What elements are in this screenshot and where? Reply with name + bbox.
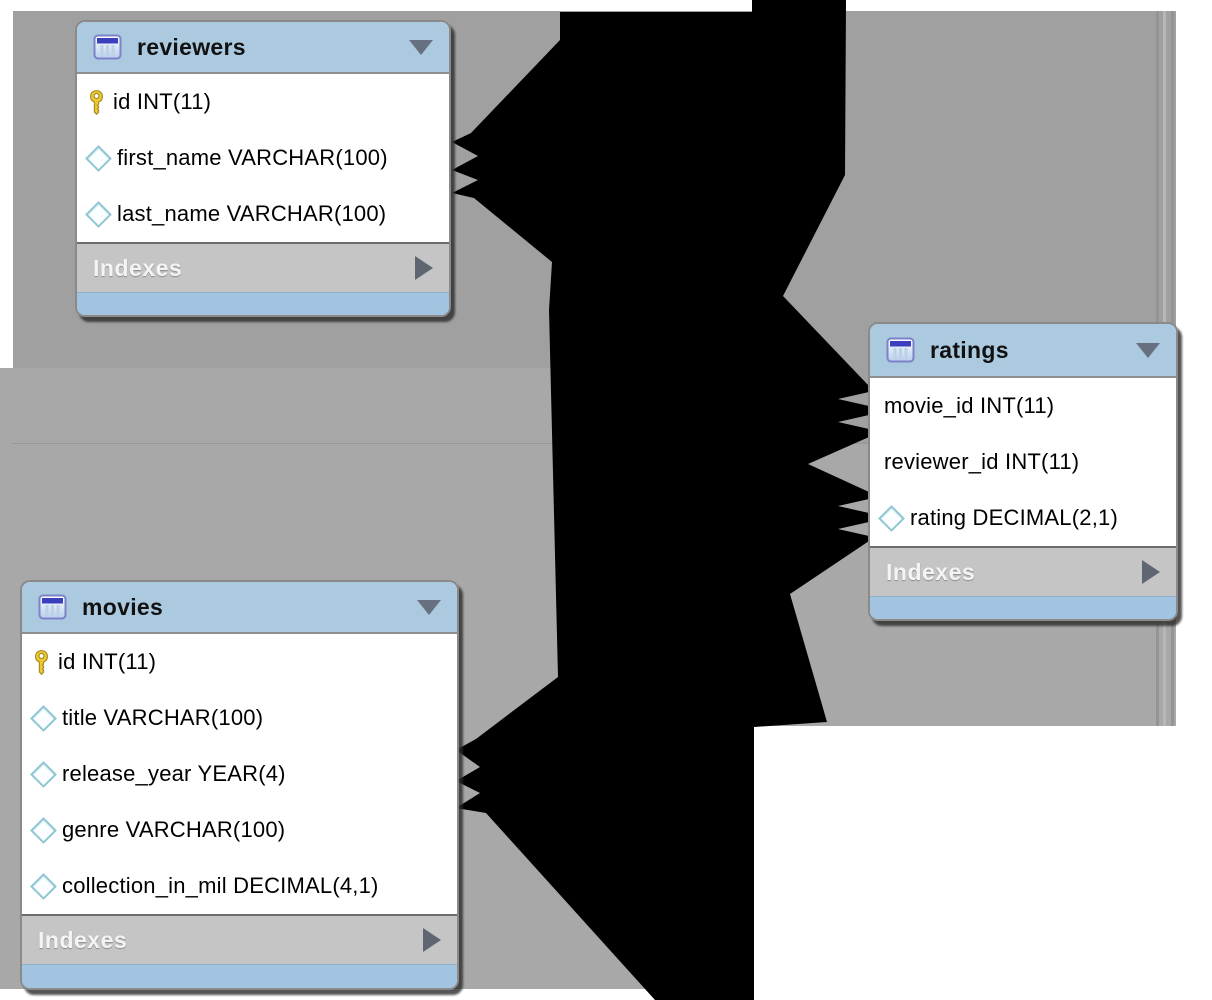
column-list: movie_id INT(11) reviewer_id INT(11) rat… [870, 378, 1176, 546]
column-label: id INT(11) [113, 89, 212, 114]
column-label: id INT(11) [58, 649, 157, 674]
primary-key-icon [87, 89, 106, 116]
expand-arrow-icon[interactable] [423, 928, 441, 952]
column-label: first_name VARCHAR(100) [117, 145, 388, 170]
table-title: reviewers [137, 33, 246, 60]
primary-key-icon [32, 649, 51, 676]
indexes-row[interactable]: Indexes [870, 546, 1176, 596]
column-row[interactable]: release_year YEAR(4) [22, 746, 457, 802]
column-diamond-icon [30, 704, 57, 732]
column-row[interactable]: collection_in_mil DECIMAL(4,1) [22, 858, 457, 914]
column-diamond-icon [30, 760, 57, 788]
table-footer [22, 964, 457, 988]
table-grid-icon [886, 337, 916, 364]
column-label: last_name VARCHAR(100) [117, 201, 387, 226]
table-title: movies [82, 593, 164, 620]
expand-arrow-icon[interactable] [415, 256, 433, 280]
column-diamond-icon [85, 144, 112, 172]
column-label: collection_in_mil DECIMAL(4,1) [62, 873, 379, 898]
column-label: rating DECIMAL(2,1) [910, 505, 1118, 530]
column-label: release_year YEAR(4) [62, 761, 286, 786]
column-diamond-icon [30, 872, 57, 900]
indexes-label: Indexes [93, 254, 183, 281]
column-label: genre VARCHAR(100) [62, 817, 286, 842]
collapse-arrow-icon[interactable] [1136, 342, 1160, 358]
table-title: ratings [930, 336, 1009, 363]
column-row[interactable]: reviewer_id INT(11) [870, 434, 1176, 490]
table-grid-icon [38, 594, 68, 621]
indexes-row[interactable]: Indexes [22, 914, 457, 964]
column-diamond-icon [878, 504, 905, 532]
table-footer [870, 596, 1176, 619]
column-row[interactable]: id INT(11) [22, 634, 457, 690]
indexes-label: Indexes [886, 558, 976, 585]
column-row[interactable]: first_name VARCHAR(100) [77, 130, 449, 186]
column-diamond-icon [30, 816, 57, 844]
table-reviewers[interactable]: reviewers id INT(11) first_name VARCHAR(… [75, 20, 451, 317]
column-label: title VARCHAR(100) [62, 705, 264, 730]
expand-arrow-icon[interactable] [1142, 560, 1160, 584]
table-ratings[interactable]: ratings movie_id INT(11) reviewer_id INT… [868, 322, 1178, 621]
table-header[interactable]: ratings [870, 324, 1176, 378]
column-list: id INT(11) first_name VARCHAR(100) last_… [77, 74, 449, 242]
column-row[interactable]: last_name VARCHAR(100) [77, 186, 449, 242]
indexes-label: Indexes [38, 926, 128, 953]
column-row[interactable]: id INT(11) [77, 74, 449, 130]
relationship-line-blob[interactable] [452, 0, 869, 1000]
column-label: movie_id INT(11) [884, 393, 1055, 418]
table-footer [77, 292, 449, 315]
column-row[interactable]: title VARCHAR(100) [22, 690, 457, 746]
column-diamond-icon [85, 200, 112, 228]
column-row[interactable]: movie_id INT(11) [870, 378, 1176, 434]
table-movies[interactable]: movies id INT(11) title VARCHAR(100) rel… [20, 580, 459, 990]
table-grid-icon [93, 34, 123, 61]
column-label: reviewer_id INT(11) [884, 449, 1080, 474]
column-row[interactable]: rating DECIMAL(2,1) [870, 490, 1176, 546]
column-list: id INT(11) title VARCHAR(100) release_ye… [22, 634, 457, 914]
table-header[interactable]: reviewers [77, 22, 449, 74]
table-header[interactable]: movies [22, 582, 457, 634]
indexes-row[interactable]: Indexes [77, 242, 449, 292]
collapse-arrow-icon[interactable] [417, 599, 441, 615]
collapse-arrow-icon[interactable] [409, 39, 433, 55]
column-row[interactable]: genre VARCHAR(100) [22, 802, 457, 858]
